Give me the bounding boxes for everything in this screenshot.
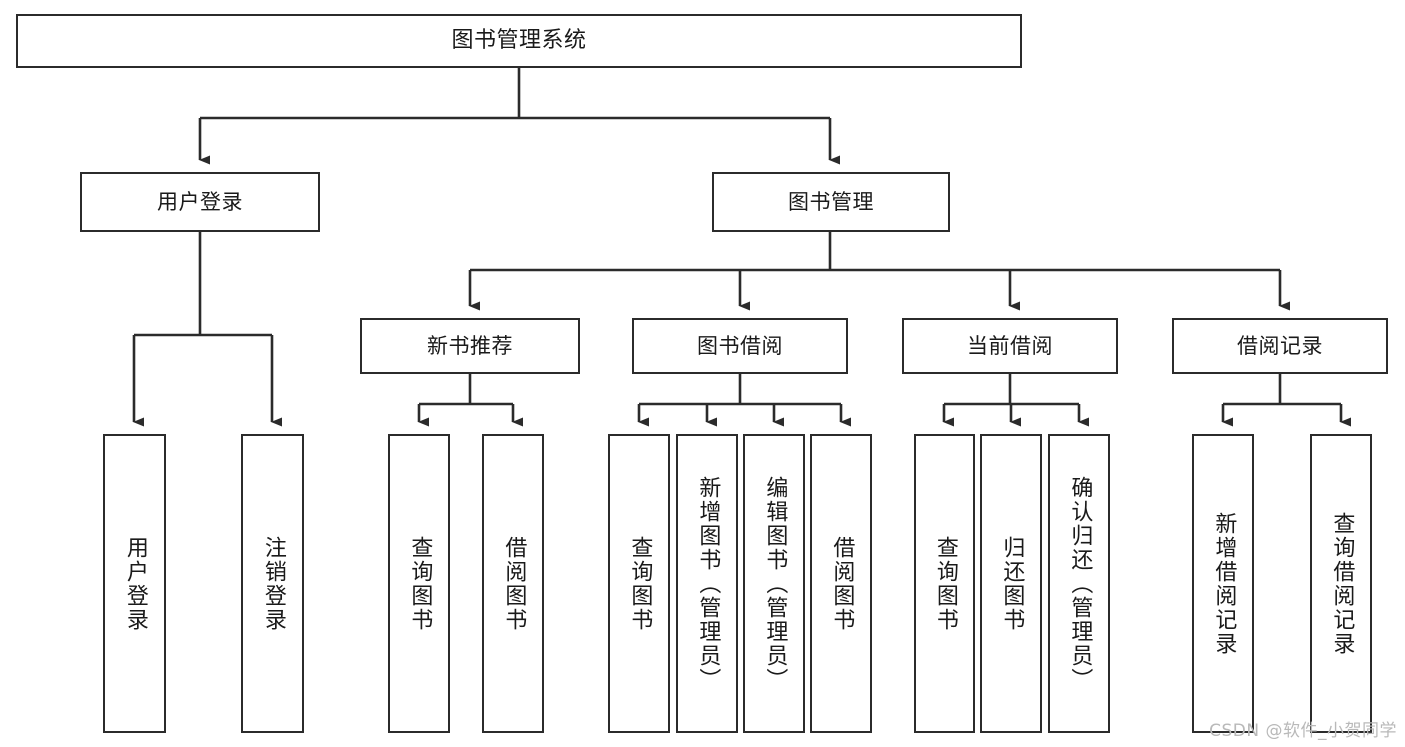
node-leaf-label: 查询图书 bbox=[407, 535, 433, 632]
node-leaf-label: 查询图书 bbox=[627, 535, 653, 632]
node-book-management[interactable]: 图书管理 bbox=[712, 172, 950, 232]
node-leaf-label: 归还图书 bbox=[999, 535, 1025, 632]
node-borrow-record-label: 借阅记录 bbox=[1237, 333, 1323, 358]
node-leaf-label: 新增借阅记录 bbox=[1211, 511, 1237, 656]
node-leaf-label: 借阅图书 bbox=[501, 535, 527, 632]
node-leaf-add-borrow-record[interactable]: 新增借阅记录 bbox=[1192, 434, 1254, 733]
node-book-borrow-label: 图书借阅 bbox=[697, 333, 783, 358]
node-leaf-label: 新增图书（管理员） bbox=[695, 475, 721, 692]
node-current-borrow[interactable]: 当前借阅 bbox=[902, 318, 1118, 374]
node-user-login-label: 用户登录 bbox=[157, 189, 243, 214]
node-leaf-label: 查询图书 bbox=[932, 535, 958, 632]
node-leaf-label: 编辑图书（管理员） bbox=[762, 475, 788, 692]
node-root-label: 图书管理系统 bbox=[451, 28, 587, 54]
node-root-system[interactable]: 图书管理系统 bbox=[16, 14, 1022, 68]
node-leaf-return-book[interactable]: 归还图书 bbox=[980, 434, 1042, 733]
node-leaf-label: 确认归还（管理员） bbox=[1067, 475, 1093, 692]
node-leaf-label: 查询借阅记录 bbox=[1329, 511, 1355, 656]
node-current-borrow-label: 当前借阅 bbox=[967, 333, 1053, 358]
node-leaf-query-book-borrow[interactable]: 查询图书 bbox=[608, 434, 670, 733]
node-leaf-edit-book-admin[interactable]: 编辑图书（管理员） bbox=[743, 434, 805, 733]
node-leaf-label: 注销登录 bbox=[260, 535, 286, 632]
node-leaf-confirm-return-admin[interactable]: 确认归还（管理员） bbox=[1048, 434, 1110, 733]
node-leaf-label: 用户登录 bbox=[122, 535, 148, 632]
node-leaf-query-book-recommend[interactable]: 查询图书 bbox=[388, 434, 450, 733]
node-leaf-query-borrow-record[interactable]: 查询借阅记录 bbox=[1310, 434, 1372, 733]
node-leaf-user-login[interactable]: 用户登录 bbox=[103, 434, 166, 733]
node-leaf-add-book-admin[interactable]: 新增图书（管理员） bbox=[676, 434, 738, 733]
node-book-borrow[interactable]: 图书借阅 bbox=[632, 318, 848, 374]
node-book-management-label: 图书管理 bbox=[788, 189, 874, 214]
node-new-book-recommend[interactable]: 新书推荐 bbox=[360, 318, 580, 374]
node-leaf-borrow-book[interactable]: 借阅图书 bbox=[810, 434, 872, 733]
node-leaf-borrow-book-recommend[interactable]: 借阅图书 bbox=[482, 434, 544, 733]
node-leaf-query-book-current[interactable]: 查询图书 bbox=[914, 434, 975, 733]
node-new-book-recommend-label: 新书推荐 bbox=[427, 333, 513, 358]
node-leaf-label: 借阅图书 bbox=[829, 535, 855, 632]
node-borrow-record[interactable]: 借阅记录 bbox=[1172, 318, 1388, 374]
node-leaf-logout-login[interactable]: 注销登录 bbox=[241, 434, 304, 733]
node-user-login[interactable]: 用户登录 bbox=[80, 172, 320, 232]
